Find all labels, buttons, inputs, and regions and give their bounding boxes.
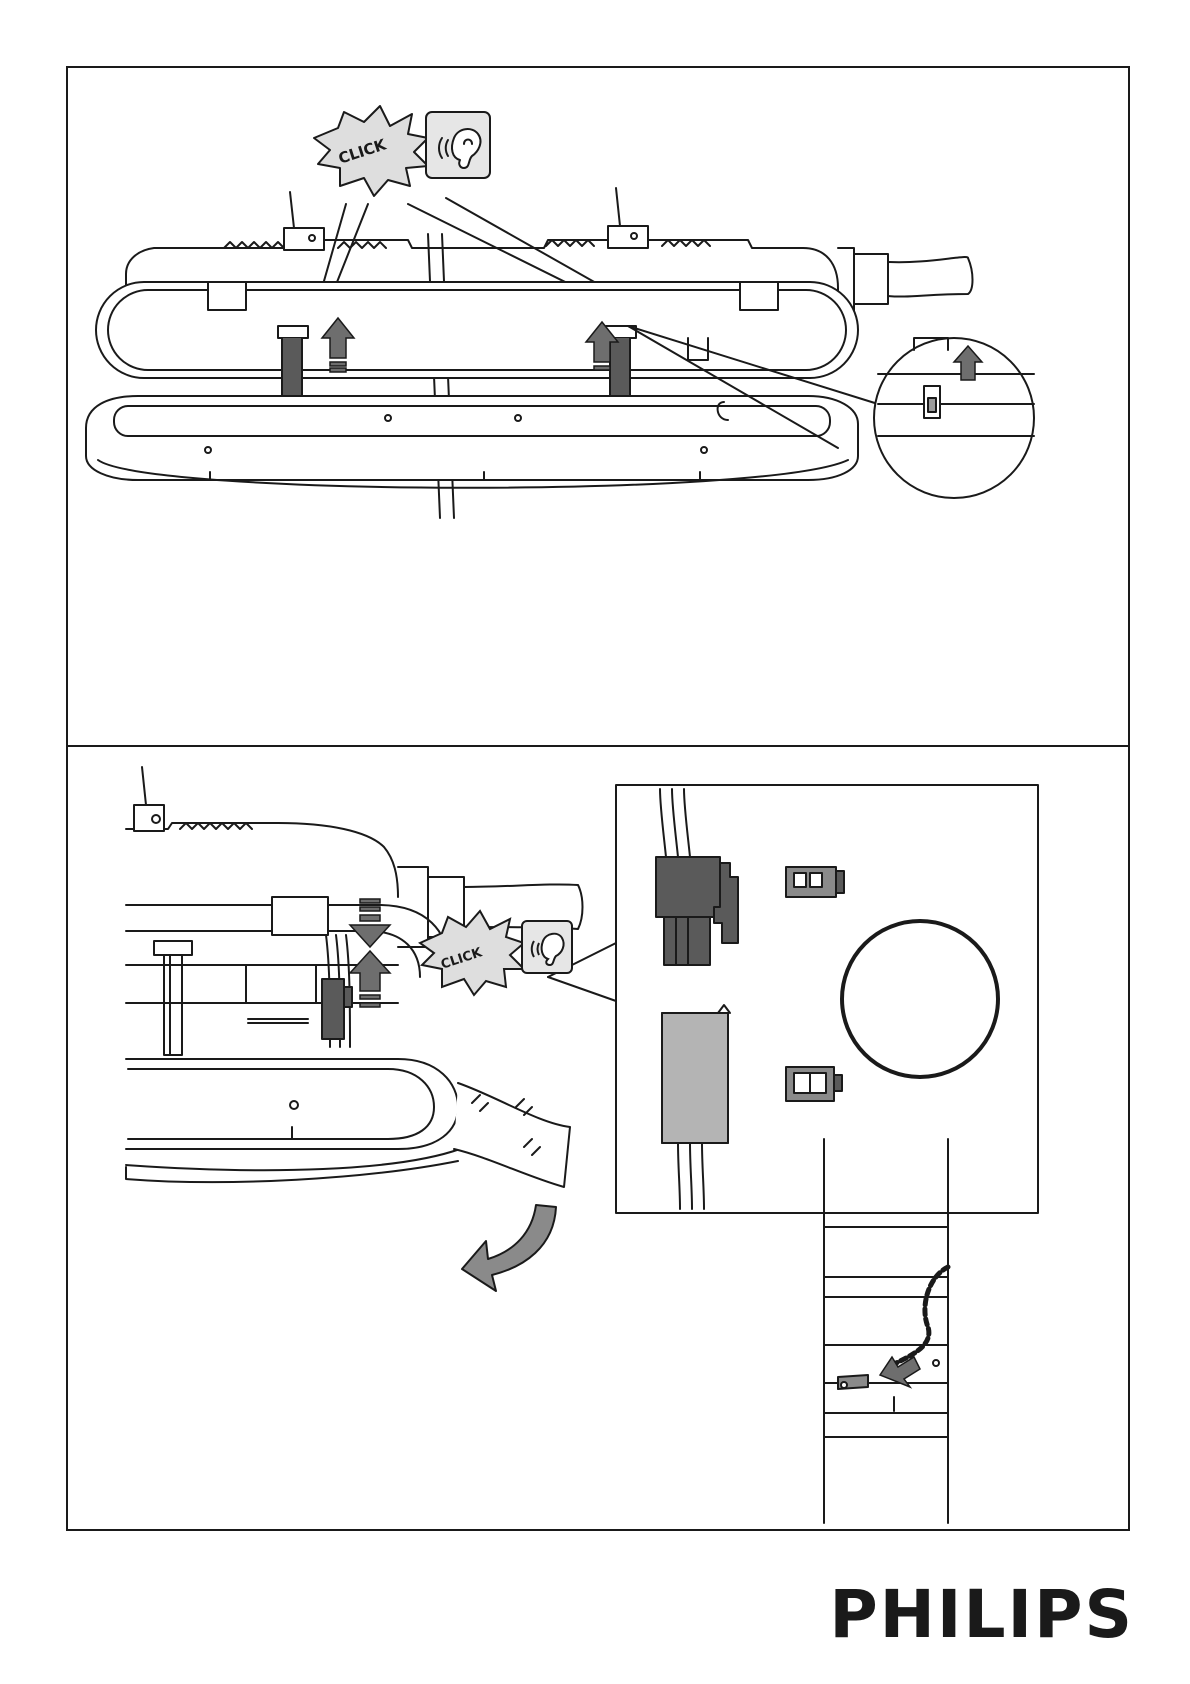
ear-sound-icon (426, 112, 490, 178)
luminaire-clip-diagram: CLICK (68, 68, 1132, 749)
down-arrow-icon (350, 899, 390, 947)
ear-sound-icon (522, 921, 572, 973)
connector-diagram: CLICK (68, 747, 1132, 1533)
up-arrow-icon (350, 951, 390, 1007)
step-panel-bottom: CLICK (66, 745, 1130, 1531)
brand-logo: PHILIPS (782, 1580, 1134, 1650)
step-panel-top: CLICK (66, 66, 1130, 747)
